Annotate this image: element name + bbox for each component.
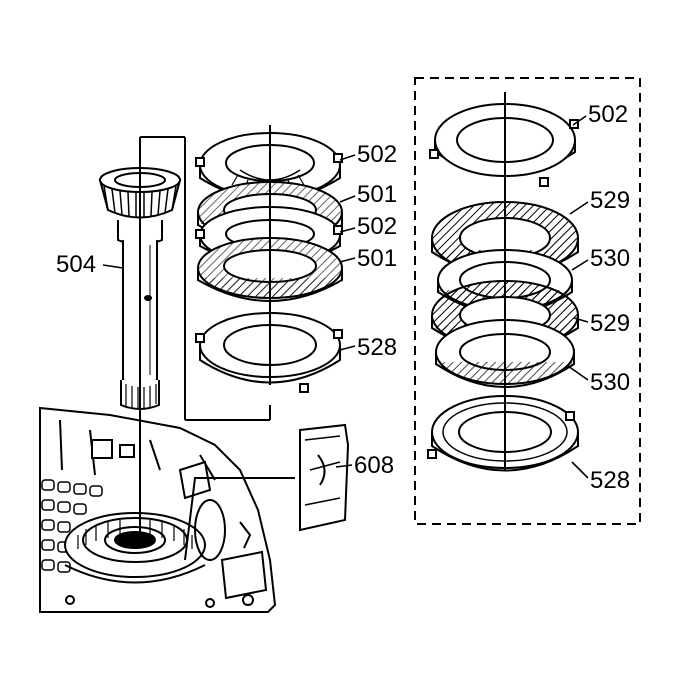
accumulator-part-608 [184,423,350,561]
callout-529-right-1: 529 [590,187,630,214]
callout-502-left-2: 502 [357,213,397,240]
housing-pin-rows [41,479,103,573]
transmission-housing [39,406,277,613]
callout-528-right: 528 [590,467,630,494]
callout-502-left-top: 502 [357,141,397,168]
callout-530-right-2: 530 [590,369,630,396]
hub-teeth [77,520,193,549]
callout-529-right-2: 529 [590,310,630,337]
callout-502-right: 502 [588,101,628,128]
callout-504: 504 [56,251,96,278]
callout-608: 608 [354,452,394,479]
callout-501-left-2: 501 [357,245,397,272]
callout-528-left: 528 [357,334,397,361]
callout-530-right-1: 530 [590,245,630,272]
callout-501-left-1: 501 [357,181,397,208]
alternate-stack-box [414,77,641,525]
left-assembly-lines [139,125,271,540]
right-backing-plate [427,395,579,472]
leader-lines [102,115,589,479]
